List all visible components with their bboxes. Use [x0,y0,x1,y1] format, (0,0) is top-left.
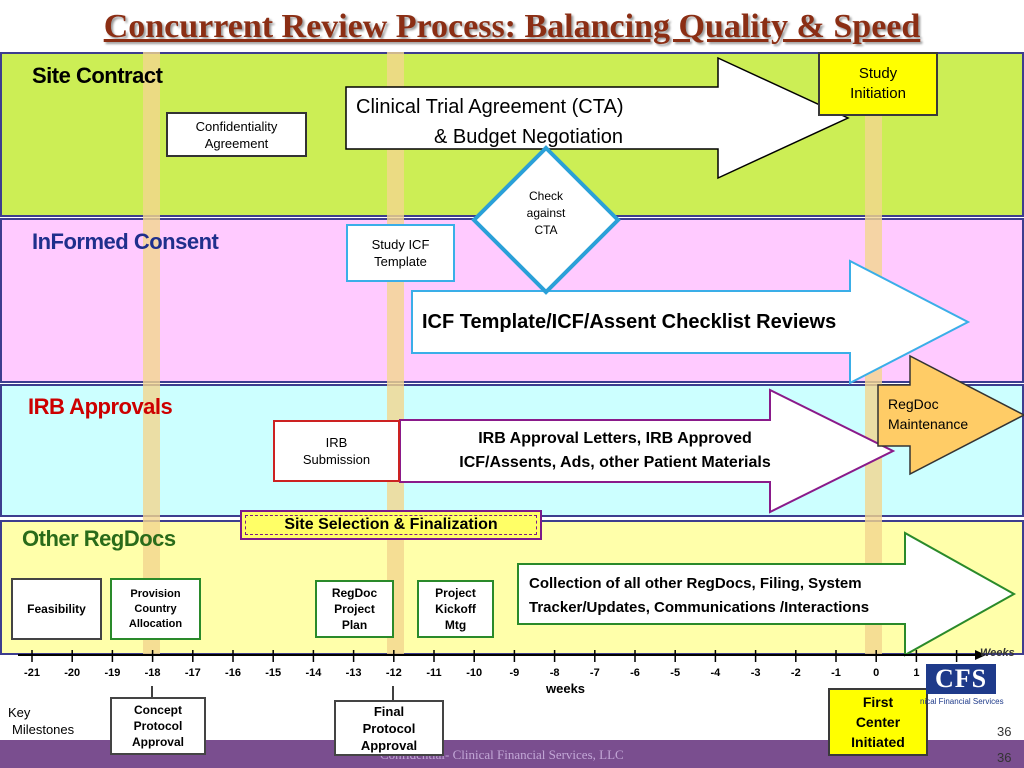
feasibility-box: Feasibility [11,578,102,640]
check-cta-diamond [471,145,621,295]
check-cta-text: Check against CTA [526,189,566,237]
lane-label-irb-approvals: IRB Approvals [28,394,173,419]
site-selection-box: Site Selection & Finalization [240,510,542,540]
timeline-tick-label: -20 [64,667,81,679]
collection-line-1: Collection of all other RegDocs, Filing,… [529,575,862,592]
timeline-tick-label: -6 [630,667,640,679]
timeline-ticks [31,650,958,662]
timeline-tick-label: 0 [873,667,880,679]
timeline-tick-label: -2 [790,667,801,679]
lane-label-other-regdocs: Other RegDocs [22,526,176,551]
cta-arrow [345,56,850,180]
irb-letters-line-2: ICF/Assents, Ads, other Patient Material… [459,454,771,471]
timeline-tick-label: -16 [225,667,241,679]
collection-text: Collection of all other RegDocs, Filing,… [529,572,869,620]
cfs-logo-subtitle: nical Financial Services [920,697,1004,706]
collection-arrow [517,531,1017,657]
icf-reviews-arrow [411,259,971,385]
timeline-tick-label: -18 [144,667,161,679]
regdoc-maintenance-shape [877,354,1024,476]
irb-letters-line-1: IRB Approval Letters, IRB Approved [478,430,752,447]
timeline-tick-label: -8 [549,667,560,679]
collection-line-2: Tracker/Updates, Communications /Interac… [529,599,870,616]
irb-letters-arrow [399,388,896,514]
timeline-tick-label: -4 [710,667,721,679]
cta-line-1: Clinical Trial Agreement (CTA) [356,96,624,118]
timeline-arrowhead [975,650,986,660]
regdoc-maintenance-text: RegDoc Maintenance [888,396,969,432]
timeline-tick-label: -19 [104,667,121,679]
cta-line-2: & Budget Negotiation [434,126,624,148]
timeline-tick-label: -13 [345,667,362,679]
timeline-tick-label: 1 [913,667,920,679]
milestone-guide-concept [143,52,160,655]
lane-label-informed-consent: InFormed Consent [32,229,219,254]
irb-letters-text: IRB Approval Letters, IRB Approved ICF/A… [405,427,825,475]
weeks-end-label: Weeks [980,647,1015,659]
timeline-tick-label: -1 [831,667,841,679]
icf-reviews-text: ICF Template/ICF/Assent Checklist Review… [422,311,837,333]
timeline-tick-label: -5 [670,667,681,679]
weeks-axis-label: weeks [546,681,586,696]
timeline-tick-label: -11 [426,667,442,679]
timeline-tick-label: -7 [589,667,600,679]
slide-title: Concurrent Review Process: Balancing Qua… [103,8,921,45]
key-milestones-label: Key Milestones [8,705,75,737]
cta-arrow-text: Clinical Trial Agreement (CTA) & Budget … [350,92,720,152]
timeline-tick-label: -15 [265,667,282,679]
timeline-tick-label: -3 [750,667,761,679]
timeline-tick-label: -17 [184,667,201,679]
cfs-logo-mark: CFS [926,664,996,694]
timeline-tick-label: -9 [509,667,520,679]
lane-label-site-contract: Site Contract [32,63,163,88]
page-number-lower: 36 [997,750,1012,765]
timeline-tick-label: -12 [385,667,402,679]
timeline-tick-label: -21 [24,667,40,679]
milestone-guide-final [387,52,404,655]
cfs-logo: CFS nical Financial Services [920,662,1004,710]
timeline-tick-label: -14 [305,667,322,679]
timeline-tick-label: -10 [466,667,483,679]
page-number-upper: 36 [997,724,1012,739]
